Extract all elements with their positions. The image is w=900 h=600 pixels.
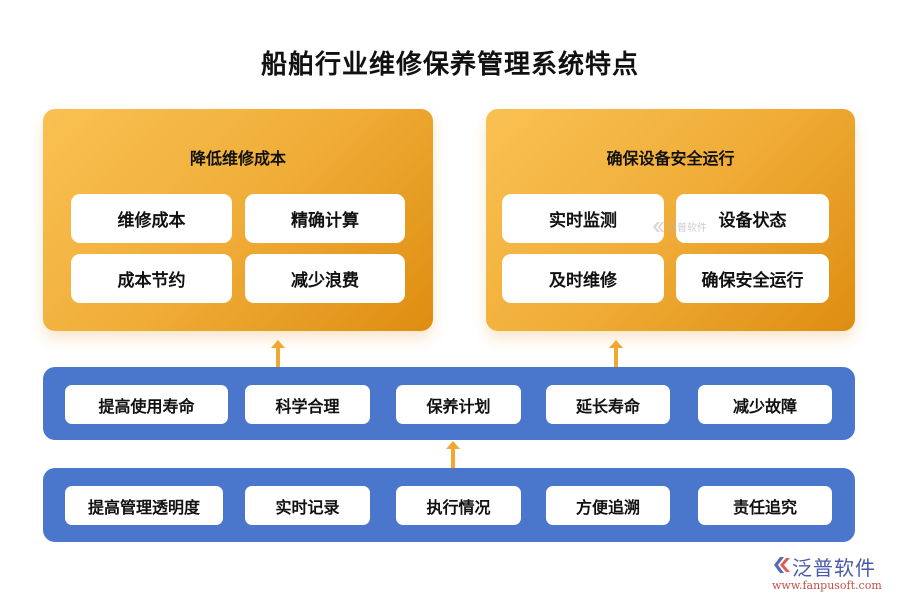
panel-title: 降低维修成本 (189, 149, 286, 168)
feature-pill: 科学合理 (245, 385, 370, 424)
logo-url: www.fanpusoft.com (772, 579, 882, 592)
feature-card: 维修成本 (71, 194, 232, 243)
feature-row-maintenance: 提高使用寿命 科学合理 保养计划 延长寿命 减少故障 (43, 367, 855, 440)
feature-pill: 执行情况 (396, 486, 521, 525)
page-title: 船舶行业维修保养管理系统特点 (260, 50, 639, 80)
panel-ensure-equipment-safety: 确保设备安全运行 实时监测 设备状态 及时维修 确保安全运行 (486, 109, 855, 331)
watermark: 泛普软件 (651, 219, 707, 234)
feature-card: 实时监测 (502, 194, 664, 243)
fanpu-logo-icon (774, 557, 790, 573)
double-arrow-icon (446, 441, 460, 477)
feature-card: 成本节约 (71, 254, 232, 303)
fanpu-logo: 泛普软件 www.fanpusoft.com (770, 552, 895, 597)
feature-pill: 延长寿命 (546, 385, 670, 424)
fanpu-logo-icon (653, 221, 664, 232)
feature-pill: 减少故障 (698, 385, 832, 424)
feature-pill: 实时记录 (245, 486, 370, 525)
panel-reduce-maintenance-cost: 降低维修成本 维修成本 精确计算 成本节约 减少浪费 (43, 109, 433, 331)
feature-pill: 责任追究 (698, 486, 832, 525)
feature-card: 减少浪费 (245, 254, 405, 303)
feature-row-transparency: 提高管理透明度 实时记录 执行情况 方便追溯 责任追究 (43, 468, 855, 542)
feature-card: 精确计算 (245, 194, 405, 243)
feature-pill: 保养计划 (396, 385, 521, 424)
double-arrow-icon (609, 340, 623, 376)
feature-pill: 提高使用寿命 (65, 385, 228, 424)
feature-card: 确保安全运行 (676, 254, 829, 303)
panel-title: 确保设备安全运行 (606, 149, 735, 168)
double-arrow-icon (271, 340, 285, 376)
feature-card: 设备状态 (676, 194, 829, 243)
logo-text: 泛普软件 (792, 556, 876, 580)
feature-pill: 方便追溯 (546, 486, 670, 525)
feature-pill: 提高管理透明度 (65, 486, 223, 525)
feature-card: 及时维修 (502, 254, 664, 303)
